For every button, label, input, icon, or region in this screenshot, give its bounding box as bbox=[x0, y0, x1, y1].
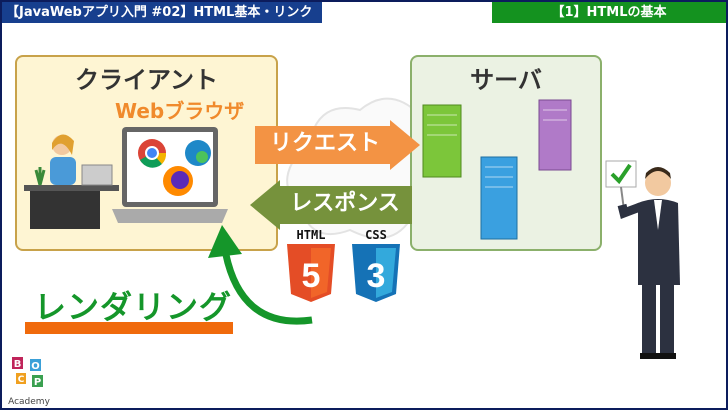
academy-label: Academy bbox=[8, 397, 50, 407]
edge-icon bbox=[185, 140, 211, 166]
presenter-icon bbox=[605, 160, 680, 359]
server-racks-icon bbox=[422, 99, 572, 240]
rendering-label: レンダリング bbox=[34, 288, 233, 326]
html5-logo: HTML 5 bbox=[285, 228, 337, 308]
rendering-underline bbox=[25, 322, 233, 334]
server-title: サーバ bbox=[470, 66, 542, 94]
bcp-academy-logo: B O C P Academy bbox=[8, 355, 50, 407]
css3-number: 3 bbox=[367, 257, 386, 295]
html-label: HTML bbox=[296, 228, 326, 242]
firefox-icon bbox=[163, 166, 193, 196]
svg-text:C: C bbox=[18, 375, 25, 385]
client-title: クライアント bbox=[74, 66, 219, 94]
request-label: リクエスト bbox=[269, 131, 380, 156]
html5-number: 5 bbox=[302, 257, 321, 295]
response-label: レスポンス bbox=[290, 191, 400, 216]
svg-text:B: B bbox=[14, 359, 22, 370]
slide-title: 【JavaWebアプリ入門 #02】HTML基本・リンク bbox=[2, 2, 322, 23]
curved-arrow-icon bbox=[208, 225, 313, 325]
request-arrow: リクエスト bbox=[255, 120, 420, 170]
response-arrow: レスポンス bbox=[250, 180, 412, 230]
svg-text:P: P bbox=[34, 377, 41, 388]
section-label: 【1】HTMLの基本 bbox=[492, 2, 726, 23]
css-label: CSS bbox=[365, 228, 387, 242]
css3-logo: CSS 3 bbox=[350, 228, 402, 308]
svg-text:O: O bbox=[31, 361, 40, 372]
person-at-desk-icon bbox=[24, 134, 119, 229]
laptop-icon bbox=[112, 127, 228, 223]
chrome-icon bbox=[138, 139, 167, 168]
browser-label: Webブラウザ bbox=[115, 99, 245, 123]
